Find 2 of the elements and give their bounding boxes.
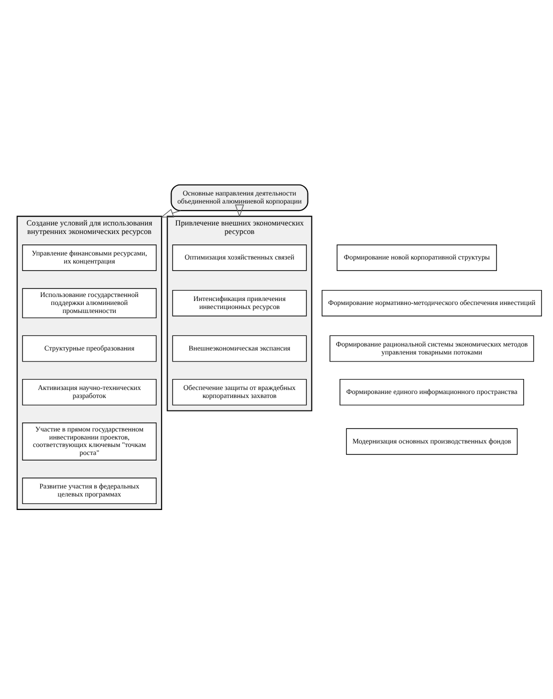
- arrow: [160, 208, 182, 218]
- arrow: [235, 204, 244, 217]
